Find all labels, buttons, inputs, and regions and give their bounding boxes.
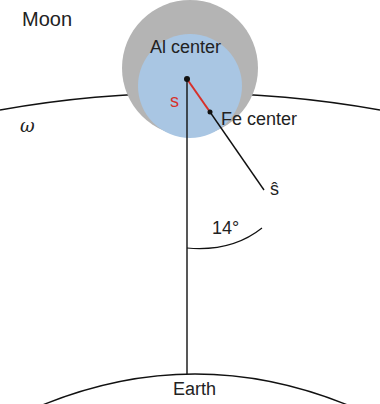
vector-label: s — [170, 92, 179, 112]
unit-vector-label: ŝ — [270, 180, 279, 200]
fe-center-label: Fe center — [221, 110, 297, 130]
s-vector — [187, 79, 210, 112]
omega-label: ω — [20, 116, 35, 136]
fe-center-dot — [208, 110, 213, 115]
moon-label: Moon — [22, 8, 72, 30]
angle-label: 14° — [212, 219, 239, 239]
al-center-label: Al center — [150, 38, 221, 58]
earth-direction-line — [186, 79, 187, 374]
al-center-dot — [184, 76, 190, 82]
earth-arc — [40, 374, 350, 404]
earth-label: Earth — [173, 380, 216, 400]
earth-band: Earth — [0, 370, 380, 404]
